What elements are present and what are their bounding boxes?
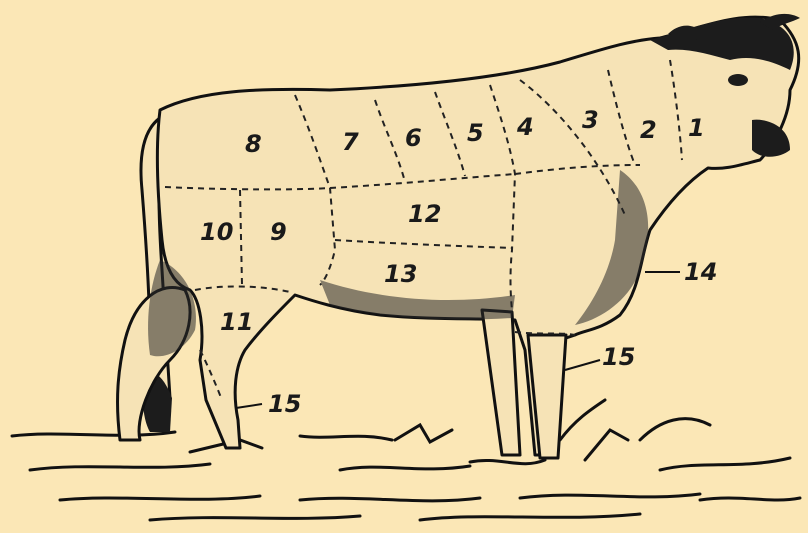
cut-label-13: 13 — [384, 260, 417, 288]
cut-label-6: 6 — [405, 124, 422, 152]
cut-label-4: 4 — [516, 113, 534, 141]
cut-label-12: 12 — [408, 200, 441, 228]
cut-label-11: 11 — [220, 308, 253, 336]
cut-label-15-rear: 15 — [268, 390, 301, 418]
muzzle — [752, 120, 790, 157]
cut-label-10: 10 — [200, 218, 233, 246]
fore-leg — [482, 310, 520, 455]
cut-label-8: 8 — [245, 130, 262, 158]
eye — [728, 74, 748, 86]
cut-label-15-front: 15 — [602, 343, 635, 371]
leader-15-front — [565, 360, 600, 370]
cut-label-3: 3 — [582, 106, 599, 134]
cut-label-7: 7 — [342, 128, 359, 156]
cut-label-2: 2 — [640, 116, 657, 144]
cut-label-9: 9 — [270, 218, 287, 246]
cut-label-14: 14 — [684, 258, 717, 286]
cow-body — [157, 17, 798, 455]
cut-label-1: 1 — [688, 114, 705, 142]
cut-label-5: 5 — [467, 119, 484, 147]
leader-15-rear — [236, 404, 262, 408]
